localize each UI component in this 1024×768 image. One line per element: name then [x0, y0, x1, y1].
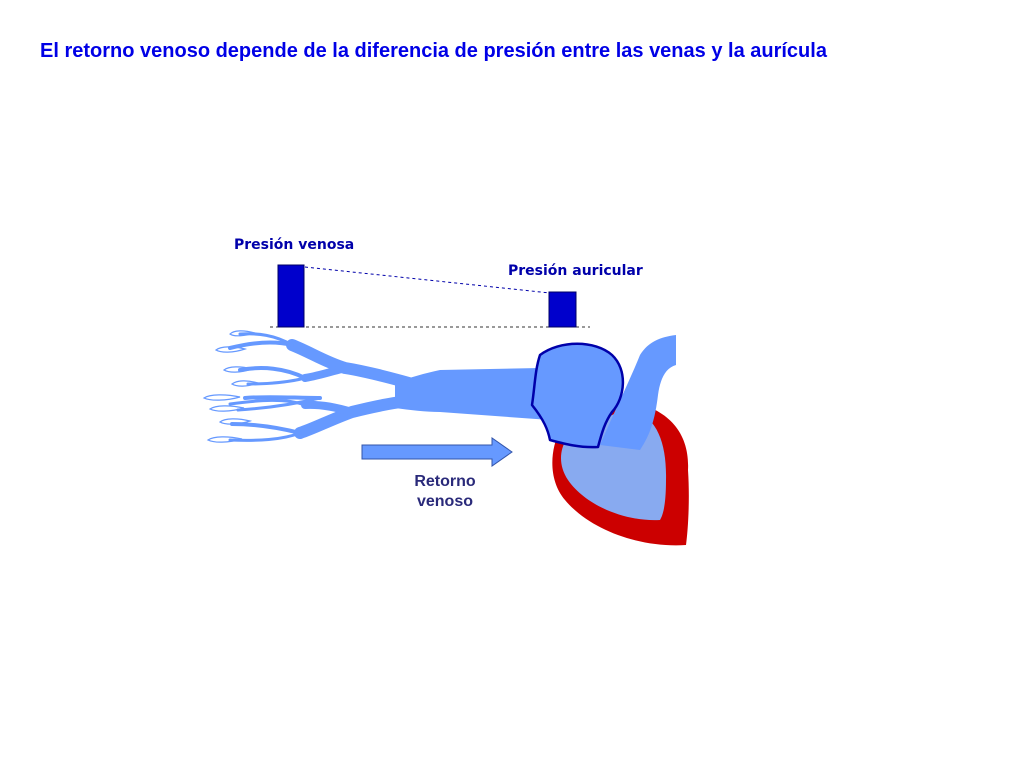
venous-return-label-line2: venoso: [416, 493, 473, 510]
aorta: [600, 335, 676, 450]
venule: [238, 332, 294, 347]
slide-title: El retorno venoso depende de la diferenc…: [40, 40, 827, 62]
venule: [230, 422, 302, 435]
venous-pressure-label: Presión venosa: [234, 237, 355, 253]
right-atrium: [530, 342, 625, 449]
vena-cava-trunk: [395, 370, 440, 412]
atrial-pressure-bar: [548, 291, 577, 328]
venule: [236, 396, 322, 412]
venous-return-arrow: [361, 437, 513, 467]
venule: [228, 398, 307, 407]
venule: [238, 366, 307, 380]
pressure-bars: [270, 264, 590, 328]
atrial-pressure-label: Presión auricular: [508, 263, 643, 279]
venule: [243, 395, 322, 400]
pressure-gradient-line: [304, 266, 551, 294]
venous-return-label-line1: Retorno: [414, 473, 476, 490]
venous-pressure-bar: [277, 264, 305, 328]
capillary-ends: [202, 330, 260, 443]
vena-cava: [440, 368, 551, 420]
vein-branch: [301, 400, 356, 416]
venous-return-label: Retorno venoso: [395, 472, 495, 512]
vein-branch: [301, 364, 349, 382]
